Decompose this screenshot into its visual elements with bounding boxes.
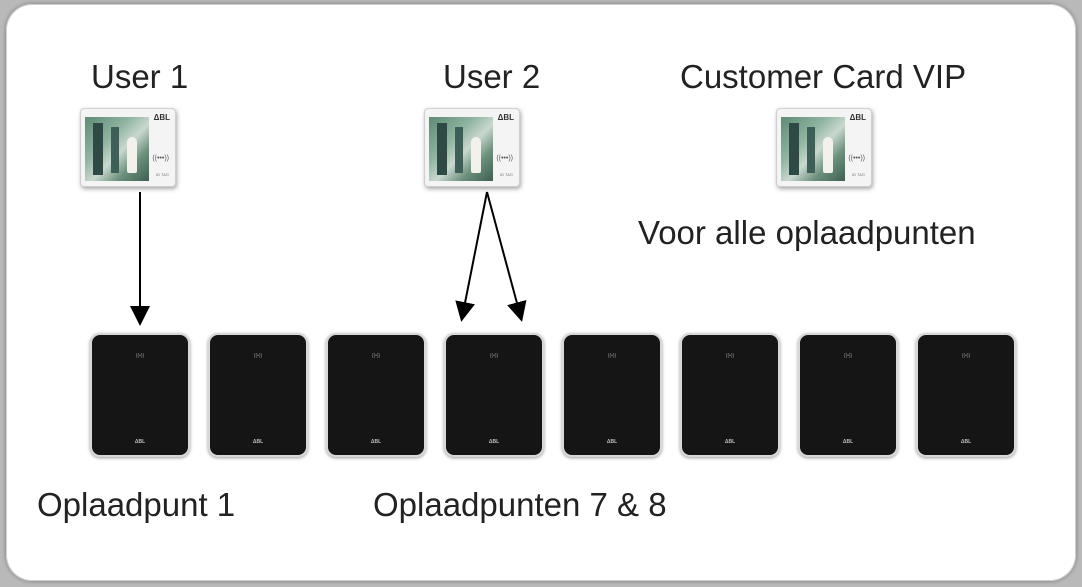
oplaadpunt-1-label: Oplaadpunt 1 bbox=[37, 486, 236, 523]
user-2-label: User 2 bbox=[443, 58, 541, 95]
abl-logo: ΔBL bbox=[488, 439, 500, 445]
abl-logo: ΔBL bbox=[960, 439, 972, 445]
charger-2: ((•)) ΔBL bbox=[208, 333, 308, 457]
card-photo bbox=[781, 117, 845, 181]
card-id-text: ID TAG bbox=[156, 172, 169, 177]
card-id-text: ID TAG bbox=[852, 172, 865, 177]
charger-5: ((•)) ΔBL bbox=[562, 333, 662, 457]
abl-logo: ΔBL bbox=[724, 439, 736, 445]
user-1-card: ΔBL ((•••)) ID TAG bbox=[80, 108, 176, 187]
rfid-icon: ((•)) bbox=[489, 353, 499, 359]
vip-note-label: Voor alle oplaadpunten bbox=[638, 214, 976, 251]
abl-logo: ΔBL bbox=[134, 439, 146, 445]
abl-logo: ΔBL bbox=[153, 113, 170, 122]
rfid-icon: ((•••)) bbox=[152, 155, 169, 162]
card-photo bbox=[429, 117, 493, 181]
card-id-text: ID TAG bbox=[500, 172, 513, 177]
diagram-panel bbox=[6, 4, 1076, 581]
user-2-card: ΔBL ((•••)) ID TAG bbox=[424, 108, 520, 187]
rfid-icon: ((•••)) bbox=[496, 155, 513, 162]
abl-logo: ΔBL bbox=[606, 439, 618, 445]
abl-logo: ΔBL bbox=[842, 439, 854, 445]
abl-logo: ΔBL bbox=[849, 113, 866, 122]
charger-1: ((•)) ΔBL bbox=[90, 333, 190, 457]
charger-3: ((•)) ΔBL bbox=[326, 333, 426, 457]
rfid-icon: ((•)) bbox=[607, 353, 617, 359]
abl-logo: ΔBL bbox=[370, 439, 382, 445]
arrow-user2-to-charger-a bbox=[455, 191, 488, 322]
user-1-label: User 1 bbox=[91, 58, 189, 95]
abl-logo: ΔBL bbox=[252, 439, 264, 445]
charger-7: ((•)) ΔBL bbox=[798, 333, 898, 457]
arrow-user2-to-charger-b bbox=[486, 191, 527, 322]
abl-logo: ΔBL bbox=[497, 113, 514, 122]
vip-card: ΔBL ((•••)) ID TAG bbox=[776, 108, 872, 187]
charger-8: ((•)) ΔBL bbox=[916, 333, 1016, 457]
oplaadpunten-7-8-label: Oplaadpunten 7 & 8 bbox=[373, 486, 667, 523]
charger-4: ((•)) ΔBL bbox=[444, 333, 544, 457]
rfid-icon: ((•)) bbox=[371, 353, 381, 359]
rfid-icon: ((•)) bbox=[843, 353, 853, 359]
rfid-icon: ((•)) bbox=[961, 353, 971, 359]
charger-6: ((•)) ΔBL bbox=[680, 333, 780, 457]
rfid-icon: ((•)) bbox=[135, 353, 145, 359]
rfid-icon: ((•)) bbox=[253, 353, 263, 359]
card-photo bbox=[85, 117, 149, 181]
rfid-icon: ((•••)) bbox=[848, 155, 865, 162]
rfid-icon: ((•)) bbox=[725, 353, 735, 359]
customer-card-vip-label: Customer Card VIP bbox=[680, 58, 967, 95]
